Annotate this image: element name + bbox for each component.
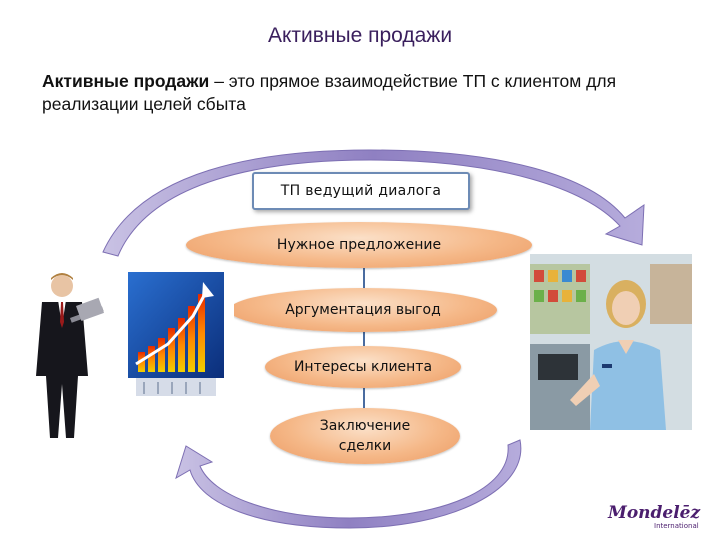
step-4-line-2: сделки (320, 436, 411, 456)
shop-assistant-photo (530, 254, 692, 430)
step-4-line-1: Заключение (320, 416, 411, 436)
top-box: ТП ведущий диалога (252, 172, 470, 210)
step-1: Нужное предложение (186, 222, 532, 268)
mondelez-logo-mark: Mondelēz International (606, 500, 706, 530)
businessman-photo (18, 266, 234, 438)
mondelez-logo: Mondelēz International (606, 500, 706, 530)
step-2: Аргументация выгод (229, 288, 497, 332)
shop-assistant-illustration (530, 254, 692, 430)
step-3: Интересы клиента (265, 346, 461, 388)
step-4: Заключение сделки (270, 408, 460, 464)
svg-text:Mondelēz: Mondelēz (607, 503, 700, 523)
svg-text:International: International (654, 522, 699, 530)
businessman-illustration (18, 266, 234, 438)
